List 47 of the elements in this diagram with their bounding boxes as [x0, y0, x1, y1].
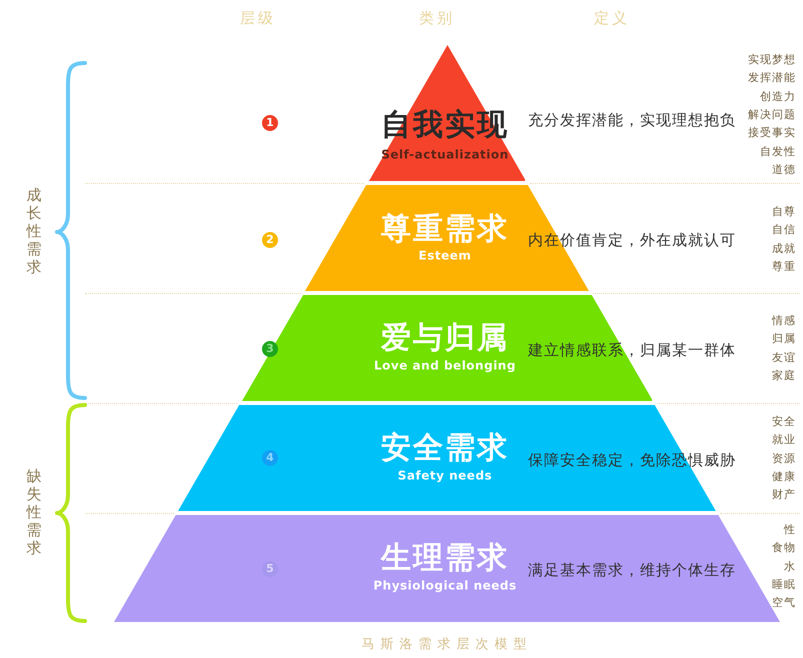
- keyword: 健康: [772, 470, 796, 484]
- keyword: 资源: [772, 452, 796, 466]
- group-label: 成长性需求: [26, 186, 42, 276]
- keyword: 成就: [772, 242, 796, 256]
- keyword: 尊重: [772, 260, 796, 274]
- group-label: 缺失性需求: [26, 467, 42, 557]
- level-number: 2: [262, 232, 278, 248]
- level-definition: 建立情感联系，归属某一群体: [528, 340, 736, 360]
- keyword: 家庭: [772, 368, 796, 383]
- keyword: 友谊: [772, 350, 796, 365]
- level-subtitle: Esteem: [418, 249, 472, 263]
- keyword: 创造力: [760, 90, 796, 104]
- keyword: 水: [784, 560, 796, 574]
- keyword: 自发性: [760, 144, 796, 158]
- level-title: 安全需求: [380, 432, 509, 464]
- level-subtitle: Love and belonging: [374, 359, 516, 373]
- caption: 马斯洛需求层次模型: [362, 637, 532, 653]
- column-header: 层级: [240, 9, 276, 27]
- keyword: 空气: [772, 596, 796, 610]
- keyword: 接受事实: [748, 126, 796, 140]
- keyword: 实现梦想: [748, 53, 796, 67]
- keyword: 安全: [772, 415, 796, 429]
- keyword: 归属: [772, 332, 796, 346]
- level-number: 1: [262, 115, 278, 131]
- level-title: 尊重需求: [380, 212, 509, 246]
- column-header: 定义: [594, 9, 630, 27]
- level-title: 生理需求: [381, 542, 509, 574]
- level-subtitle: Physiological needs: [373, 579, 517, 593]
- level-title: 爱与归属: [380, 322, 509, 354]
- keyword: 道德: [772, 162, 796, 177]
- level-definition: 保障安全稳定，免除恐惧威胁: [528, 450, 736, 470]
- keyword: 食物: [772, 541, 796, 556]
- keyword: 解决问题: [748, 108, 796, 122]
- keyword: 睡眠: [772, 578, 796, 592]
- level-definition: 充分发挥潜能，实现理想抱负: [528, 110, 736, 130]
- column-header: 类别: [419, 9, 455, 27]
- keyword: 情感: [772, 314, 796, 328]
- level-definition: 满足基本需求，维持个体生存: [528, 560, 736, 580]
- level-definition: 内在价值肯定，外在成就认可: [528, 230, 736, 250]
- level-number: 3: [262, 341, 278, 357]
- keyword: 发挥潜能: [748, 71, 796, 86]
- keyword: 自信: [772, 223, 796, 238]
- keyword: 性: [784, 523, 796, 537]
- keyword: 自尊: [772, 205, 796, 219]
- level-subtitle: Safety needs: [398, 469, 492, 483]
- keyword: 就业: [772, 433, 796, 448]
- keyword: 财产: [772, 488, 796, 502]
